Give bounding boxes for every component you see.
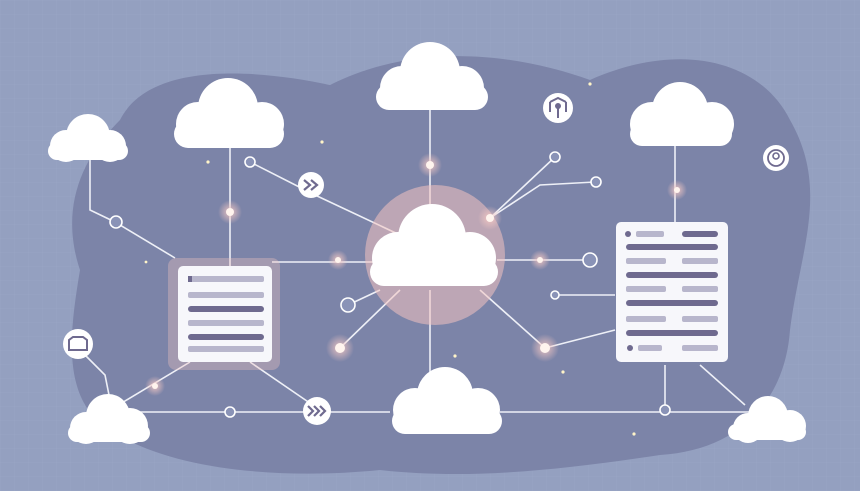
- cloud-bottom-right: [728, 396, 806, 443]
- ring-nodes: [109, 151, 671, 418]
- pin-marker-icon: [543, 93, 573, 123]
- sparkles: [144, 82, 636, 436]
- cloud-center-hub: [365, 185, 505, 325]
- double-arrow-icon: [298, 172, 324, 198]
- cloud-bottom-left: [68, 394, 150, 444]
- cloud-top-left-small: [48, 114, 128, 162]
- panel-rows: [188, 276, 264, 352]
- server-panel-right: [616, 222, 728, 362]
- cloud-top-center: [376, 42, 488, 110]
- user-circle-icon: [763, 145, 789, 171]
- cloud-top-left: [174, 78, 284, 148]
- server-panel-left: [168, 258, 280, 370]
- glowing-nodes: [145, 153, 687, 396]
- panel-rows: [625, 231, 718, 351]
- folder-icon: [63, 329, 93, 359]
- cloud-bottom-center: [392, 367, 502, 434]
- triple-chevron-icon: [303, 397, 331, 425]
- cloud-top-right: [630, 82, 734, 146]
